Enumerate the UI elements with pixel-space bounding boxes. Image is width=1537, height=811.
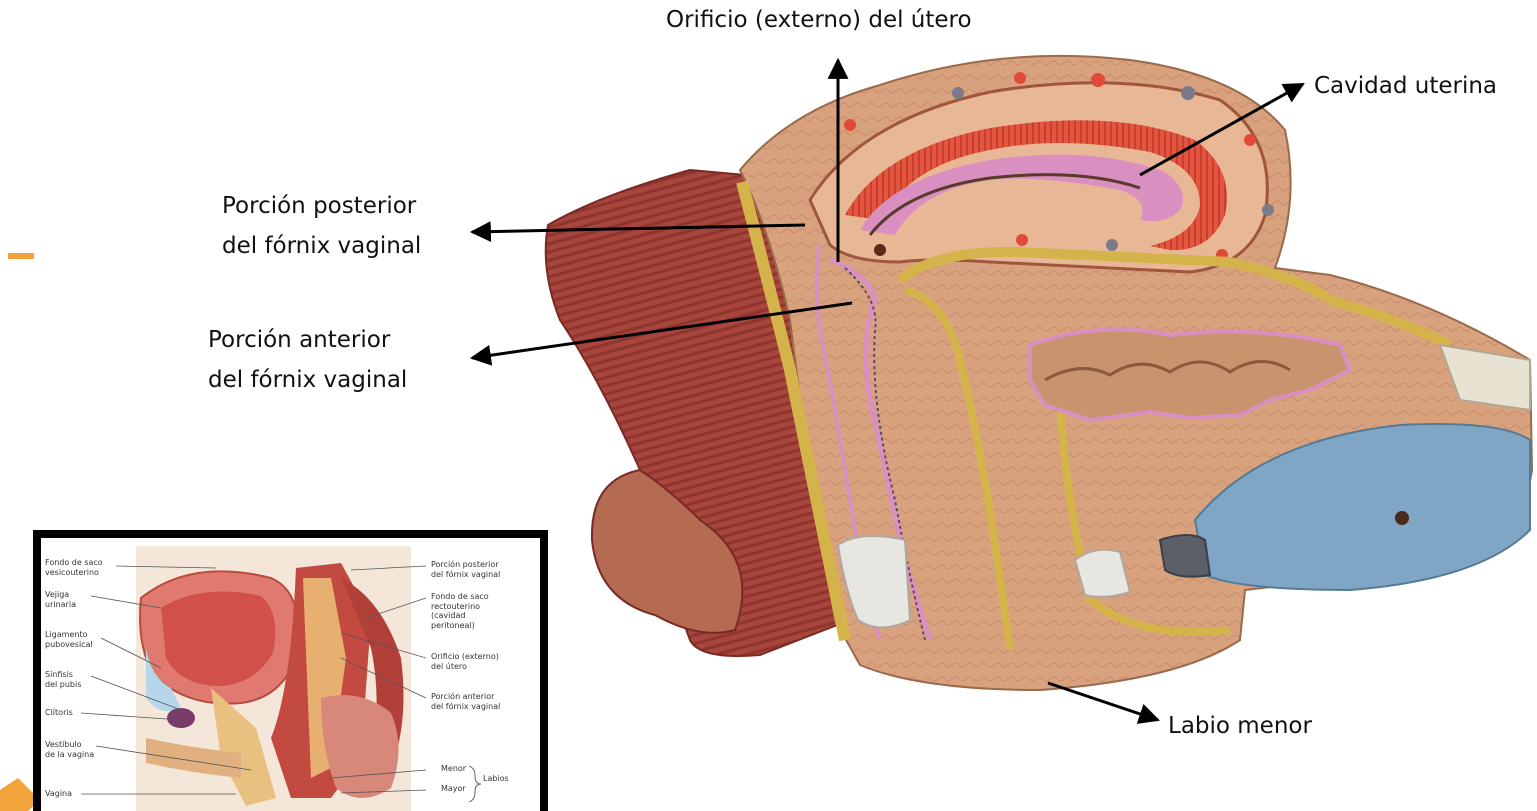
- inset-label-vagina: Vagina: [45, 789, 72, 799]
- reference-inset-panel: Fondo de saco vesicouterino Vejiga urina…: [41, 538, 540, 811]
- label-anterior-1: Porción anterior: [208, 320, 390, 360]
- inset-label-sinfisis: Sínfisis del pubis: [45, 670, 81, 689]
- inset-label-vejiga: Vejiga urinaria: [45, 590, 76, 609]
- inset-label-mayor: Mayor: [441, 784, 466, 794]
- inset-label-ligamento: Ligamento pubovesical: [45, 630, 93, 649]
- inset-label-fondo-rectouterino: Fondo de saco rectouterino (cavidad peri…: [431, 592, 489, 630]
- inset-label-labios: Labios: [483, 774, 509, 784]
- label-anterior-2: del fórnix vaginal: [208, 360, 407, 400]
- inset-label-orificio: Orificio (externo) del útero: [431, 652, 499, 671]
- reference-inset: Fondo de saco vesicouterino Vejiga urina…: [33, 530, 548, 811]
- inset-label-porcion-anterior: Porción anterior del fórnix vaginal: [431, 692, 500, 711]
- inset-label-clitoris: Clítoris: [45, 708, 73, 718]
- inset-label-menor: Menor: [441, 764, 466, 774]
- inset-label-fondo-vesicouterino: Fondo de saco vesicouterino: [45, 558, 103, 577]
- inset-label-vestibulo: Vestíbulo de la vagina: [45, 740, 94, 759]
- label-posterior-2: del fórnix vaginal: [222, 226, 421, 266]
- label-orificio: Orificio (externo) del útero: [666, 0, 972, 40]
- label-posterior-1: Porción posterior: [222, 186, 416, 226]
- label-cavidad: Cavidad uterina: [1314, 66, 1497, 106]
- label-labio: Labio menor: [1168, 706, 1312, 746]
- inset-label-porcion-posterior: Porción posterior del fórnix vaginal: [431, 560, 500, 579]
- arrow-labio: [1048, 683, 1158, 720]
